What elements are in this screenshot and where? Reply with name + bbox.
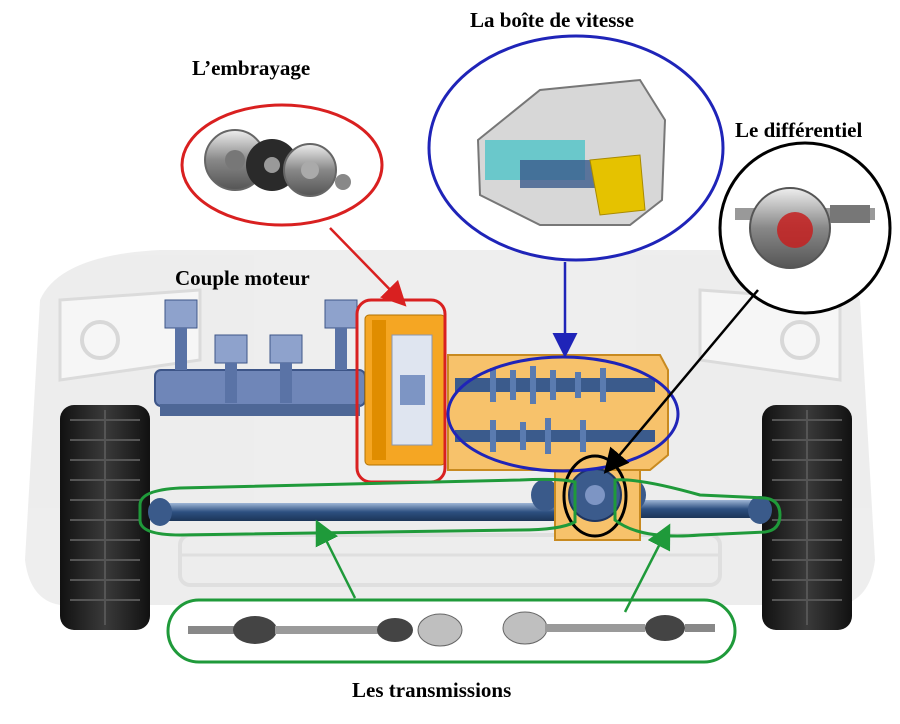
transmission-arrow-left — [315, 519, 357, 599]
gearbox-label: La boîte de vitesse — [470, 8, 634, 32]
right-tire — [762, 405, 852, 630]
differential-label: Le différentiel — [735, 118, 863, 142]
release-bearing-icon — [335, 174, 351, 190]
gear-selector-icon — [589, 154, 646, 216]
differential-arrow — [603, 289, 759, 474]
gearbox-inset — [427, 34, 725, 262]
clutch-inset — [180, 103, 384, 227]
left-tire — [60, 405, 150, 630]
clutch-label: L’embrayage — [192, 56, 311, 80]
clutch-arrow — [329, 227, 407, 307]
engine-torque-label: Couple moteur — [175, 266, 310, 290]
differential-inset — [718, 141, 892, 315]
engine-crankshaft — [154, 299, 366, 416]
transmissions-inset — [166, 598, 737, 664]
transmission-highlight-left — [138, 477, 577, 537]
differential-highlight — [562, 454, 628, 538]
differential-gears-icon — [777, 212, 813, 248]
clutch-assembly — [364, 314, 446, 466]
transmissions-label: Les transmissions — [352, 678, 512, 702]
gearbox-housing — [447, 354, 669, 541]
transmission-arrow-right — [623, 523, 671, 613]
